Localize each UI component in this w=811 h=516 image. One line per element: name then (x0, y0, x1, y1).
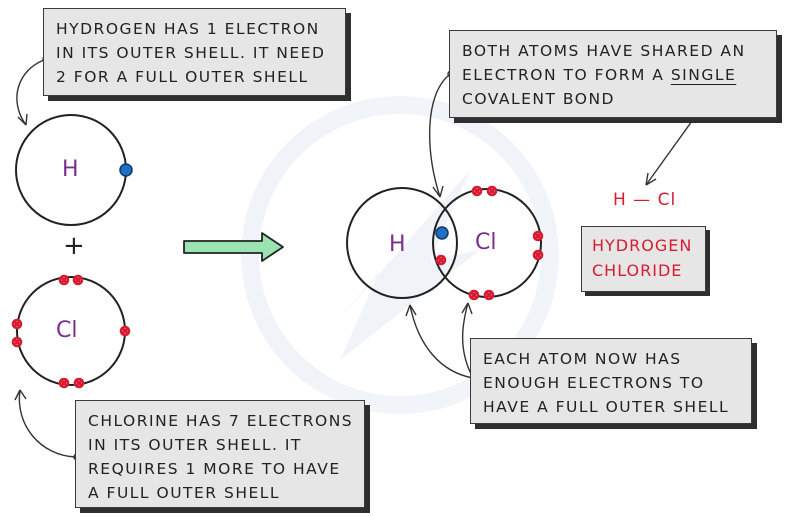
each-atom-callout: EACH ATOM NOW HAS ENOUGH ELECTRONS TO HA… (470, 338, 752, 424)
hydrogen-electron (119, 163, 133, 177)
watermark-logo (241, 96, 559, 414)
each-atom-callout-line-2: ENOUGH ELECTRONS TO (483, 374, 705, 392)
hydrogen-callout-line-3: 2 FOR A FULL OUTER SHELL (56, 68, 309, 86)
shared-bond-callout: BOTH ATOMS HAVE SHARED AN ELECTRON TO FO… (449, 30, 777, 118)
chlorine-symbol: Cl (56, 318, 78, 343)
product-name-line-2: CHLORIDE (592, 261, 683, 280)
each-atom-callout-line-3: HAVE A FULL OUTER SHELL (483, 398, 730, 416)
pointer-hydrogen (16, 59, 45, 126)
product-name-box: HYDROGEN CHLORIDE (581, 226, 706, 292)
molecule-hydrogen-symbol: H (389, 232, 406, 257)
molecule-chlorine-symbol: Cl (475, 230, 497, 255)
chlorine-callout: CHLORINE HAS 7 ELECTRONS IN ITS OUTER SH… (75, 400, 365, 508)
shared-callout-line-3: COVALENT BOND (462, 90, 615, 108)
shared-callout-line-2: ELECTRON TO FORM A SINGLE (462, 63, 764, 87)
product-name-line-1: HYDROGEN (592, 236, 693, 255)
molecule-chlorine-electrons (435, 185, 544, 301)
chlorine-callout-line-3: REQUIRES 1 MORE TO HAVE (88, 460, 341, 478)
chlorine-electrons (11, 274, 131, 389)
reaction-arrow (183, 232, 284, 262)
molecule-hydrogen-shell (346, 187, 458, 299)
each-atom-callout-line-1: EACH ATOM NOW HAS (483, 350, 682, 368)
shared-callout-line-1: BOTH ATOMS HAVE SHARED AN (462, 42, 746, 60)
chlorine-callout-line-2: IN ITS OUTER SHELL. IT (88, 436, 302, 454)
plus-sign: + (63, 231, 85, 261)
single-underlined-word: SINGLE (670, 66, 737, 84)
hydrogen-callout-line-2: IN ITS OUTER SHELL. IT NEED (56, 44, 326, 62)
hydrogen-symbol: H (62, 157, 79, 182)
hcl-formula: H — Cl (613, 190, 677, 210)
shared-hydrogen-electron (435, 226, 449, 240)
pointer-each-atom-1 (409, 304, 474, 379)
hydrogen-callout-line-1: HYDROGEN HAS 1 ELECTRON (56, 20, 320, 38)
shared-callout-line-2-text: ELECTRON TO FORM A (462, 66, 671, 84)
chlorine-callout-line-4: A FULL OUTER SHELL (88, 484, 281, 502)
pointer-shared (429, 74, 450, 198)
hydrogen-callout: HYDROGEN HAS 1 ELECTRON IN ITS OUTER SHE… (43, 8, 346, 96)
pointer-each-atom-2 (461, 302, 474, 379)
pointer-chlorine (18, 389, 76, 458)
chlorine-callout-line-1: CHLORINE HAS 7 ELECTRONS (88, 412, 354, 430)
